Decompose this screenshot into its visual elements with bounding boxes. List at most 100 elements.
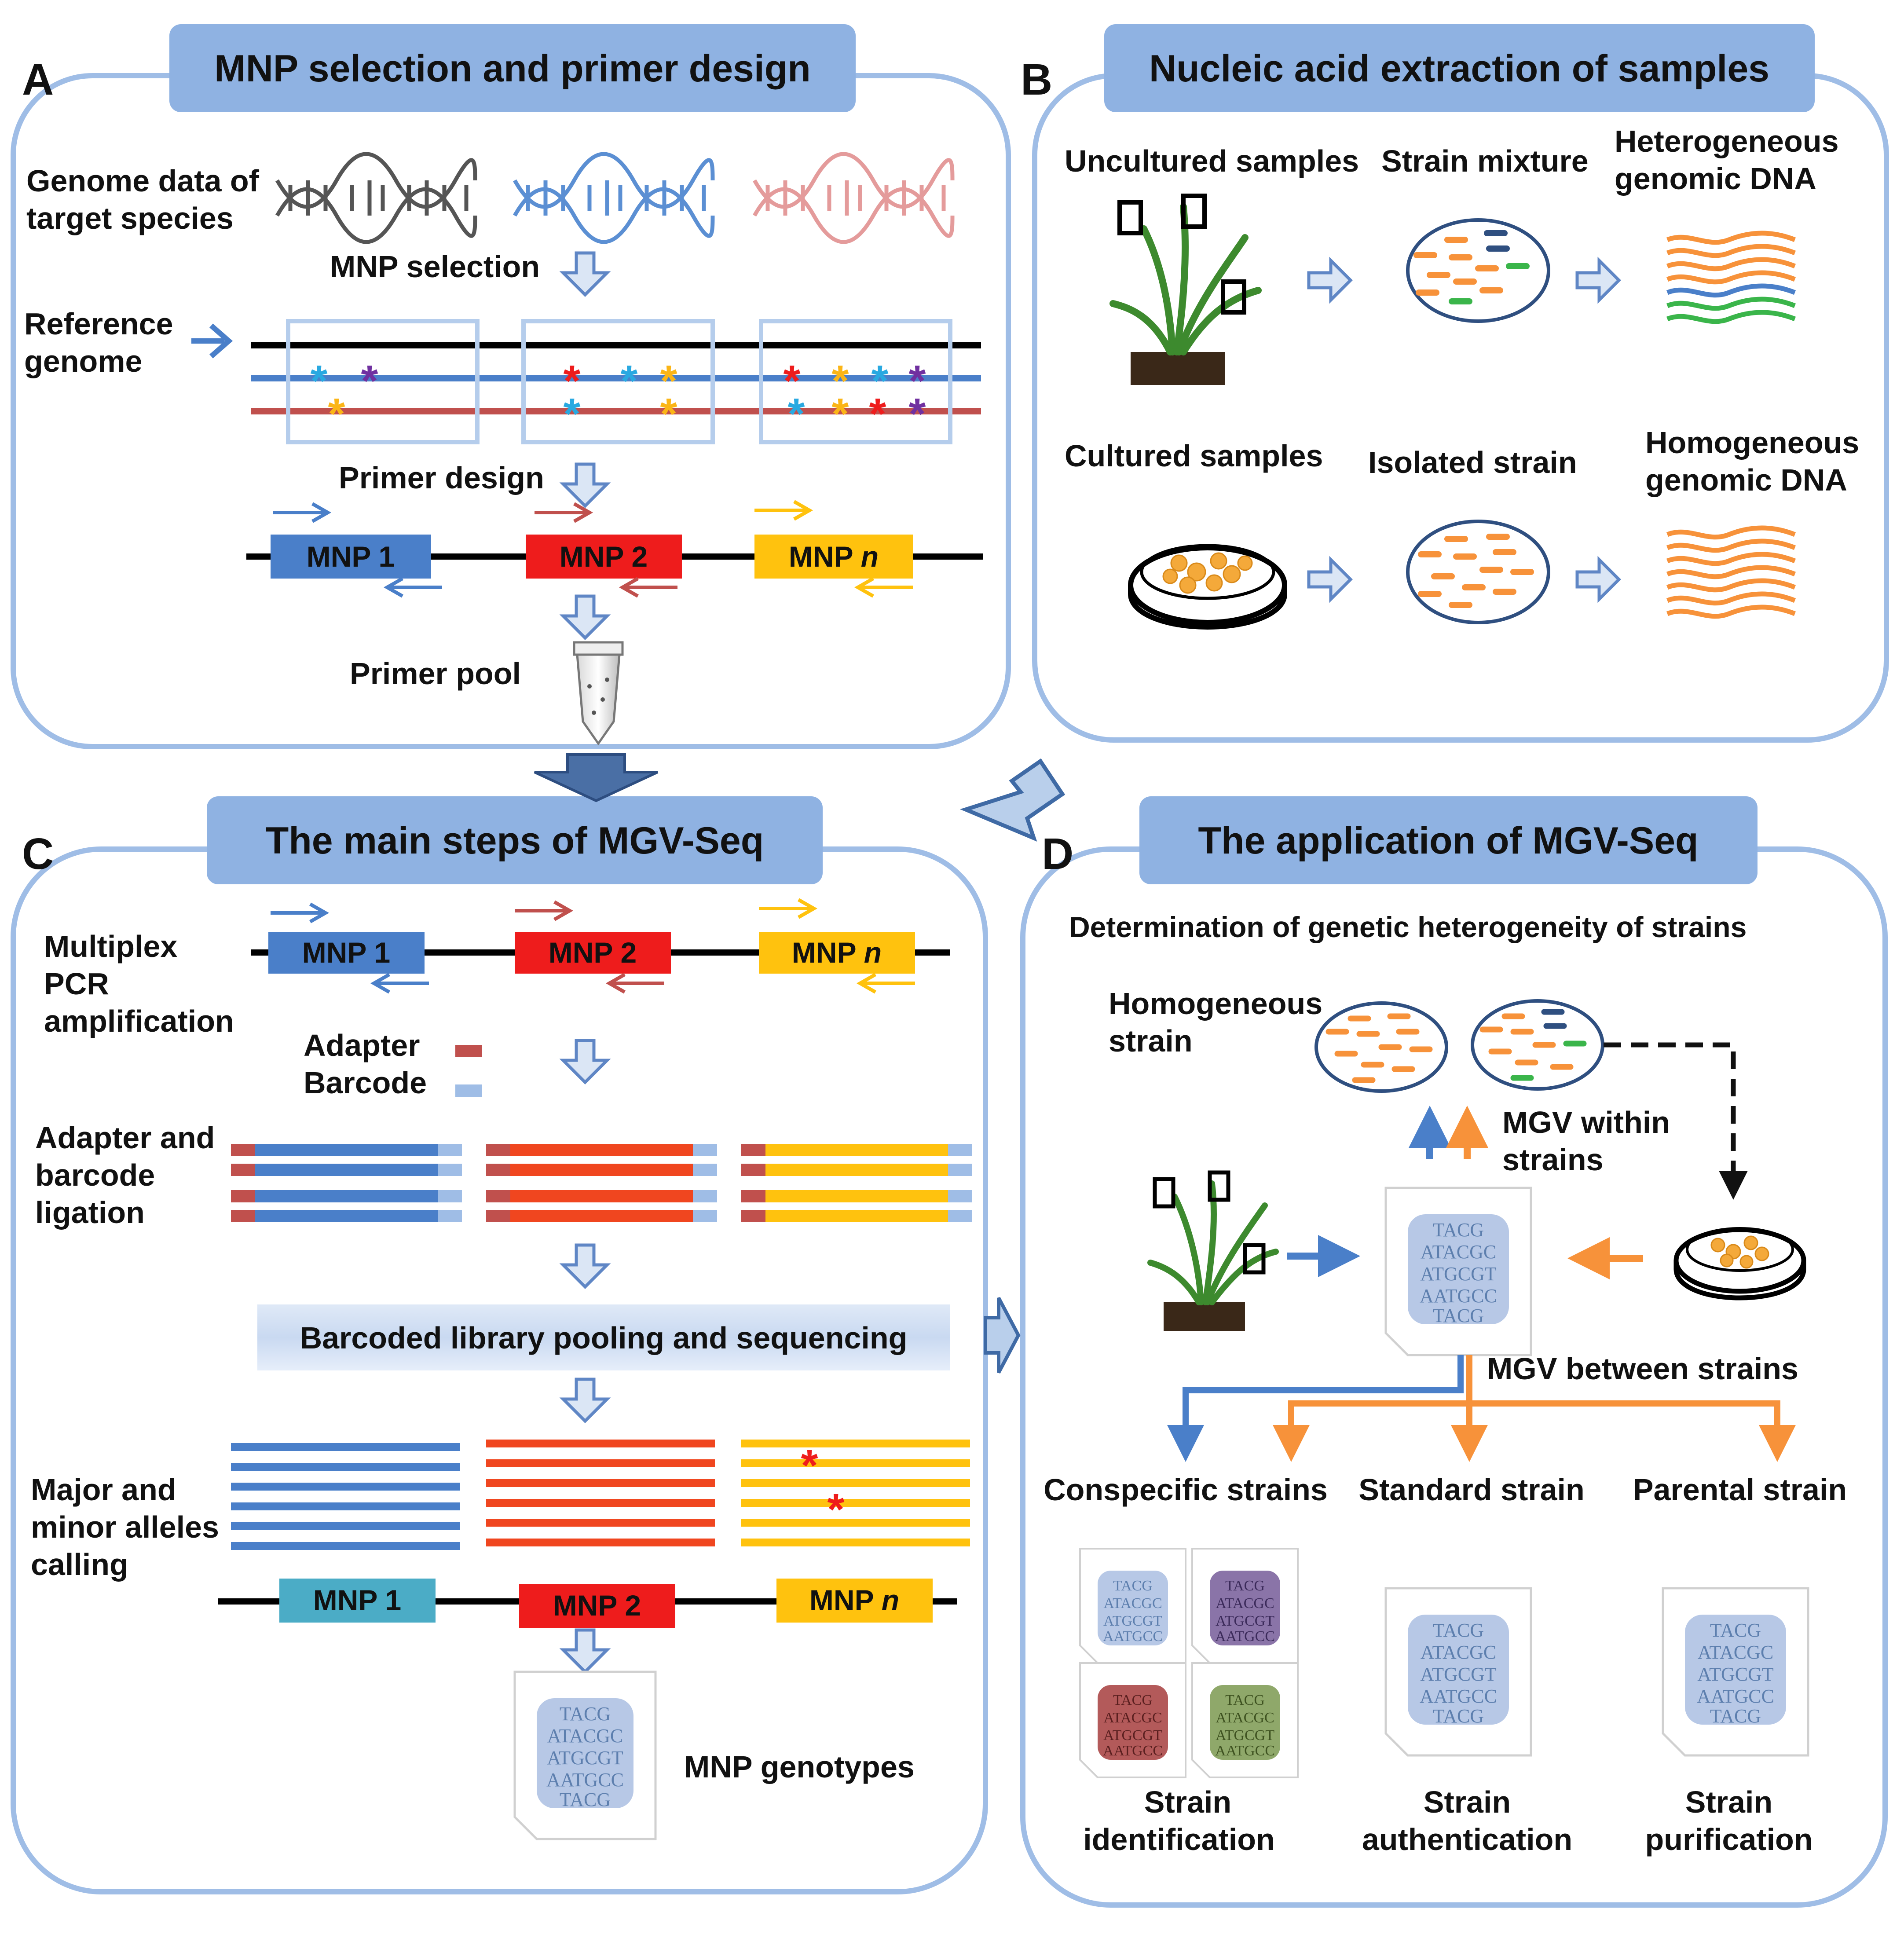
primer-arrows <box>271 898 915 994</box>
sequence-line: AATGCC <box>1103 1628 1163 1645</box>
panel-c-letter: C <box>22 829 54 879</box>
genotype-card-cluster-icon: TACG ATACGC ATGCGT AATGCC TACG ATACGC AT… <box>1079 1548 1299 1778</box>
down-arrow-icon <box>559 1628 611 1674</box>
right-arrow-icon <box>1575 256 1621 304</box>
mnp-1-label: MNP 1 <box>313 1584 402 1616</box>
sequence-line: TACG <box>1113 1578 1153 1594</box>
sequence-line: TACG <box>1710 1619 1761 1641</box>
isolated-strain-icon <box>1406 520 1550 624</box>
sequence-line: ATACGC <box>1216 1710 1274 1726</box>
big-right-arrow-icon <box>984 1297 1021 1374</box>
sequence-line: ATACGC <box>1103 1595 1162 1612</box>
sequence-line: TACG <box>1225 1692 1265 1708</box>
strain-mixture-label: Strain mixture <box>1381 144 1589 178</box>
genotype-card-icon: TACG ATACGC ATGCGT AATGCC TACG <box>1384 1587 1532 1757</box>
down-arrow-icon <box>559 1377 611 1423</box>
standard-label: Standard strain <box>1358 1473 1584 1507</box>
panel-d-title-bar <box>1139 796 1758 884</box>
snp-star-icon: * <box>832 356 849 406</box>
authentication-label-2: authentication <box>1362 1822 1572 1857</box>
sequence-line: ATACGC <box>1421 1641 1497 1663</box>
snp-star-icon: * <box>784 356 801 406</box>
petri-dish-icon <box>1673 1227 1806 1301</box>
genome-data-label-2: target species <box>26 201 234 235</box>
panel-d-letter: D <box>1042 829 1073 879</box>
snp-star-icon: * <box>660 356 677 406</box>
petri-dish-icon <box>1128 544 1287 630</box>
right-arrow-icon <box>1307 556 1353 603</box>
snp-star-icon: * <box>909 389 926 439</box>
calling-label-2: minor alleles <box>31 1510 219 1544</box>
identification-label-1: Strain <box>1144 1785 1231 1819</box>
sequence-line: ATGCGT <box>1103 1727 1162 1744</box>
multiplex-label-2: PCR <box>44 967 109 1001</box>
snp-star-icon: * <box>564 389 581 439</box>
mnp-window-box-1 <box>286 319 480 444</box>
sequencing-reads <box>231 1440 970 1550</box>
sequence-line: TACG <box>1225 1578 1265 1594</box>
sequence-line: ATGCGT <box>1216 1613 1274 1629</box>
heterogeneous-label-1: Heterogeneous <box>1615 124 1839 158</box>
mnp-2-label: MNP 2 <box>553 1589 641 1622</box>
snp-star-icon: * <box>869 389 886 439</box>
ligation-label-3: ligation <box>35 1195 145 1230</box>
panel-a-title: MNP selection and primer design <box>214 48 811 90</box>
mnp-2-block <box>519 1584 675 1628</box>
mnp-1-block <box>279 1579 436 1623</box>
sequence-line: TACG <box>1433 1219 1484 1241</box>
strain-mixture-icon <box>1406 218 1550 323</box>
minor-allele-star-icon: * <box>828 1485 845 1534</box>
ligated-reads <box>231 1144 972 1222</box>
reference-label-2: genome <box>24 344 142 378</box>
adapter-legend-swatch <box>455 1045 482 1057</box>
ligation-label-1: Adapter and <box>35 1121 215 1155</box>
mnp-1-block <box>268 932 425 974</box>
ligation-label-2: barcode <box>35 1158 155 1192</box>
mgv-between-label: MGV between strains <box>1487 1352 1798 1386</box>
sequence-line: AATGCC <box>1215 1628 1275 1645</box>
mgv-within-label-2: strains <box>1502 1143 1604 1177</box>
calling-label-3: calling <box>31 1547 128 1582</box>
mnp-2-block <box>515 932 671 974</box>
ligated-reads-mnp1 <box>231 1144 462 1222</box>
isolated-label: Isolated strain <box>1368 445 1577 480</box>
mnp-1-label: MNP 1 <box>302 936 391 969</box>
sequence-line: AATGCC <box>1420 1685 1497 1707</box>
mnp-n-block <box>754 535 913 579</box>
sequence-line: ATGCGT <box>1216 1727 1274 1744</box>
mnp-n-label: MNP n <box>792 936 882 969</box>
panel-a-letter: A <box>22 55 54 104</box>
panel-d-title: The application of MGV-Seq <box>1198 820 1698 862</box>
down-arrow-icon <box>559 462 611 508</box>
dna-helix-gray-icon <box>275 152 477 244</box>
identification-label-2: identification <box>1083 1822 1275 1857</box>
down-arrow-icon <box>559 1243 611 1289</box>
sequence-line: ATGCGT <box>1697 1663 1774 1685</box>
panel-b-title: Nucleic acid extraction of samples <box>1149 48 1769 90</box>
plant-icon <box>1147 1170 1279 1331</box>
genotypes-label: MNP genotypes <box>684 1750 915 1784</box>
purification-label-1: Strain <box>1685 1785 1772 1819</box>
plant-icon <box>1109 194 1262 385</box>
mnp-2-block <box>526 535 682 579</box>
mgv-within-label-1: MGV within <box>1502 1105 1670 1139</box>
reference-label-1: Reference <box>24 307 173 341</box>
mnp-2-label: MNP 2 <box>560 540 648 573</box>
mnp-n-label: MNP n <box>789 540 879 573</box>
sequence-line: ATACGC <box>1698 1641 1774 1663</box>
mnp-selection-label: MNP selection <box>330 249 540 284</box>
uncultured-label: Uncultured samples <box>1065 144 1359 178</box>
big-diagonal-arrow-icon <box>960 758 1066 842</box>
cultured-label: Cultured samples <box>1065 439 1323 473</box>
parental-label: Parental strain <box>1633 1473 1847 1507</box>
heterogeneous-dna-icon <box>1666 231 1796 324</box>
sequence-line: ATACGC <box>1103 1710 1162 1726</box>
multiplex-label-3: amplification <box>44 1004 234 1038</box>
adapter-label: Adapter <box>304 1028 420 1062</box>
panel-b-letter: B <box>1021 55 1052 104</box>
sequence-line: ATACGC <box>547 1725 623 1747</box>
snp-star-icon: * <box>909 356 926 406</box>
sequence-line: ATACGC <box>1421 1241 1497 1263</box>
snp-star-icon: * <box>361 356 378 406</box>
homogeneous-label-1: Homogeneous <box>1645 425 1859 460</box>
